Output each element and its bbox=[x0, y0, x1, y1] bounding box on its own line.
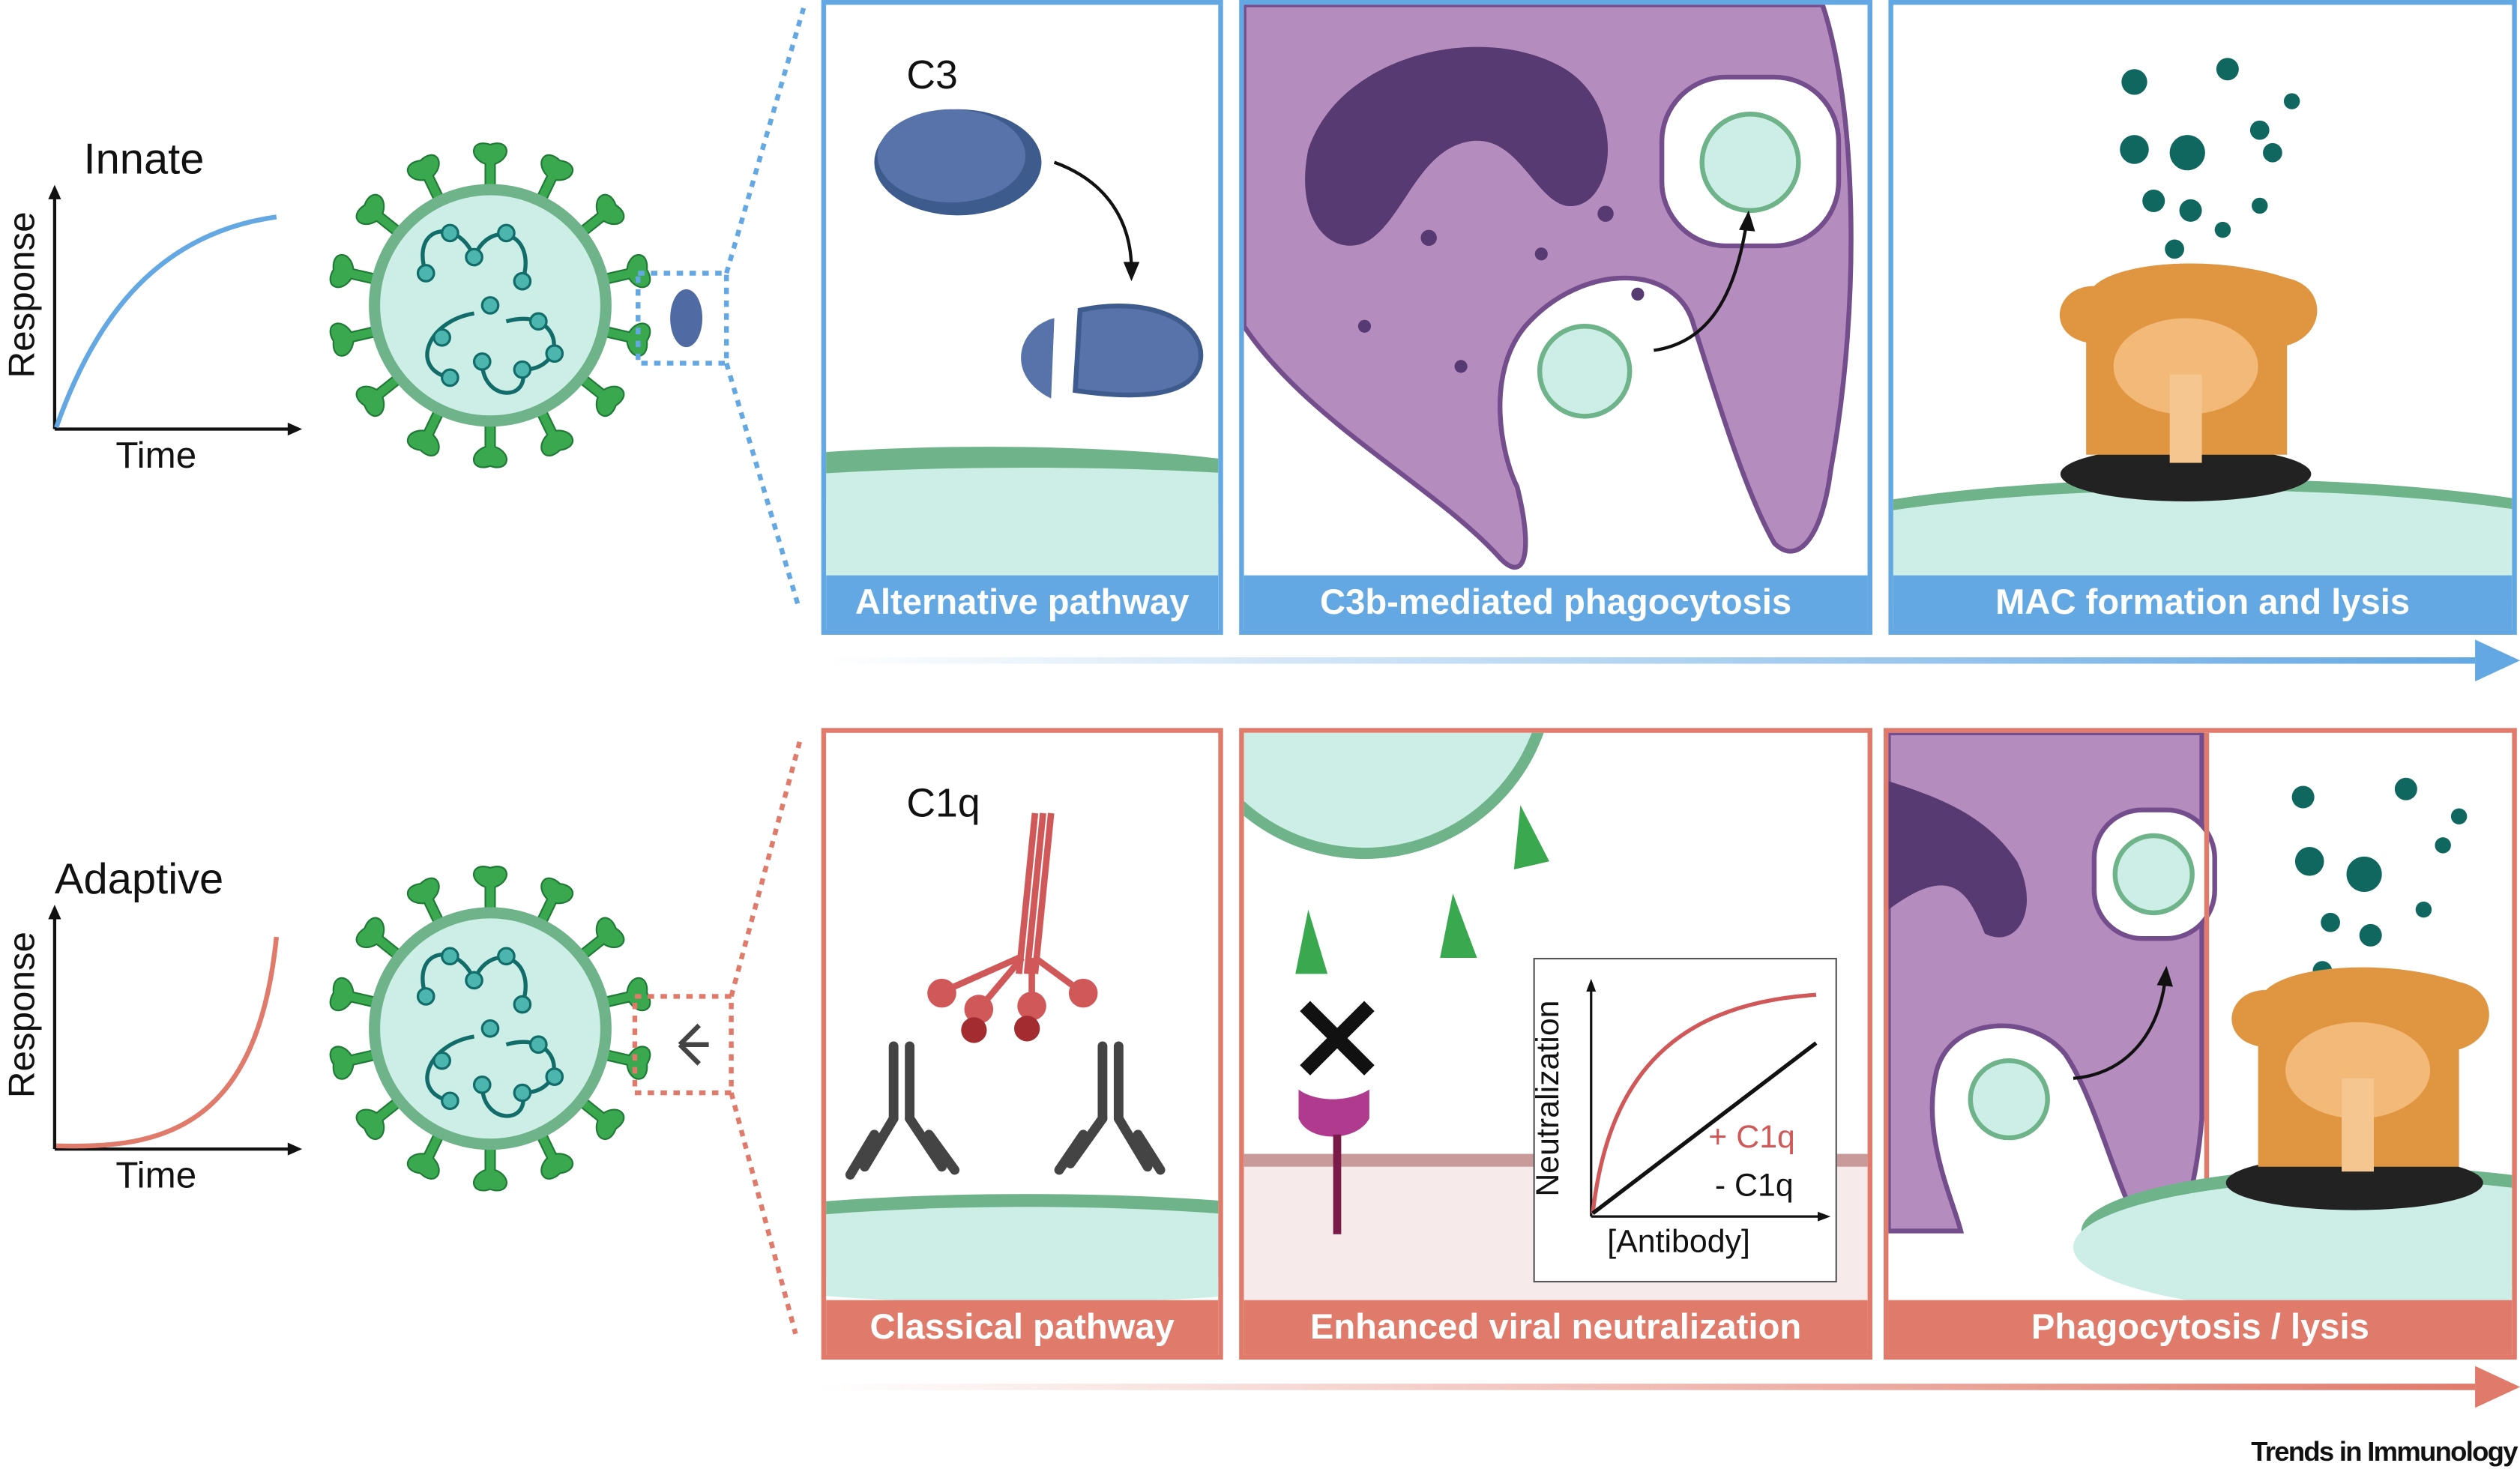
spike-protein bbox=[534, 154, 574, 205]
spike-protein bbox=[576, 372, 625, 417]
plus-c1q-curve bbox=[1591, 992, 1817, 1214]
spike-protein bbox=[534, 877, 574, 928]
c3-protein-icon bbox=[670, 289, 703, 348]
panel-enhanced-neutralization: Neutralization [Antibody] + C1q - C1q En… bbox=[1239, 728, 1872, 1360]
c1q-label: C1q bbox=[906, 781, 980, 827]
spike-protein bbox=[534, 1129, 574, 1180]
lysed-fragments bbox=[2120, 58, 2300, 259]
spike-protein bbox=[355, 193, 404, 238]
c3-protein bbox=[877, 109, 1025, 203]
adaptive-ylabel: Response bbox=[0, 932, 43, 1099]
caption-mac-formation: MAC formation and lysis bbox=[1893, 575, 2513, 630]
spike-protein bbox=[576, 917, 625, 962]
blocked-x-icon bbox=[1300, 1001, 1375, 1076]
ace2-receptor bbox=[1298, 1089, 1369, 1137]
innate-ylabel: Response bbox=[0, 211, 43, 378]
caption-enhanced-neutralization: Enhanced viral neutralization bbox=[1244, 1300, 1868, 1355]
legend-minus-c1q: - C1q bbox=[1714, 1168, 1794, 1204]
x-axis-arrow bbox=[287, 422, 303, 436]
innate-xlabel: Time bbox=[115, 433, 197, 476]
panel-classical-pathway: C1q Classical pathway bbox=[821, 728, 1223, 1360]
innate-timeline-arrow bbox=[819, 639, 2520, 682]
panel-mac-formation: MAC formation and lysis bbox=[1888, 0, 2517, 635]
nucleus bbox=[1305, 46, 1609, 246]
spike-proteins bbox=[329, 866, 651, 1192]
c1q-molecule bbox=[945, 812, 1085, 1012]
spike-protein bbox=[355, 372, 404, 417]
mac-illustration bbox=[1893, 58, 2513, 630]
spike-protein bbox=[355, 1096, 404, 1140]
inset-xlabel: [Antibody] bbox=[1607, 1224, 1750, 1261]
alternative-pathway-illustration bbox=[826, 109, 1219, 630]
spike-protein bbox=[406, 877, 446, 928]
spike-protein bbox=[576, 193, 625, 238]
phagocyte-illustration bbox=[1244, 4, 1854, 570]
journal-footer: Trends in Immunology bbox=[2251, 1436, 2518, 1468]
caption-c3b-phagocytosis: C3b-mediated phagocytosis bbox=[1244, 575, 1868, 630]
spike-protein bbox=[355, 917, 404, 962]
adaptive-title: Adaptive bbox=[54, 854, 224, 904]
adaptive-xlabel: Time bbox=[115, 1153, 197, 1196]
spike-protein bbox=[329, 254, 380, 289]
spike-protein bbox=[329, 1046, 380, 1080]
c3-zoom-callout bbox=[636, 7, 807, 609]
spike-protein bbox=[473, 1143, 507, 1192]
membrane-pore bbox=[2060, 447, 2312, 501]
innate-response-graph bbox=[48, 184, 303, 436]
spike-protein bbox=[406, 406, 446, 456]
spike-protein bbox=[473, 866, 507, 914]
neutralization-inset-chart: Neutralization [Antibody] + C1q - C1q bbox=[1531, 957, 1837, 1283]
panel-alternative-pathway: C3 Alternative pathway bbox=[821, 0, 1223, 635]
caption-alternative-pathway: Alternative pathway bbox=[826, 575, 1219, 630]
classical-pathway-illustration bbox=[826, 812, 1219, 1303]
engulf-arrow bbox=[1654, 229, 1747, 352]
spike-protein bbox=[329, 977, 380, 1012]
innate-title: Innate bbox=[83, 135, 205, 184]
panel-phagocytosis-lysis: Phagocytosis / lysis bbox=[1884, 728, 2517, 1360]
caption-classical-pathway: Classical pathway bbox=[826, 1300, 1219, 1355]
virus-being-engulfed bbox=[1537, 324, 1633, 419]
adaptive-curve bbox=[55, 936, 280, 1149]
adaptive-timeline-arrow bbox=[819, 1366, 2520, 1408]
minus-c1q-line bbox=[1591, 1041, 1818, 1216]
spike-proteins bbox=[329, 142, 651, 468]
cleavage-arrow bbox=[1053, 160, 1133, 271]
spike-protein bbox=[600, 1046, 651, 1080]
innate-curve bbox=[54, 214, 277, 429]
panel-c3b-phagocytosis: C3b-mediated phagocytosis bbox=[1239, 0, 1872, 635]
spike-protein bbox=[534, 406, 574, 456]
adaptive-response-graph bbox=[48, 905, 303, 1156]
antibody-icon bbox=[678, 1023, 709, 1066]
virus-illustration bbox=[329, 142, 651, 468]
spike-protein bbox=[473, 420, 507, 468]
y-axis-arrow bbox=[48, 184, 61, 199]
antibodies bbox=[845, 1041, 1166, 1180]
spike-protein bbox=[406, 154, 446, 205]
caption-phagocytosis-lysis: Phagocytosis / lysis bbox=[1888, 1300, 2513, 1355]
phagocytosis-lysis-illustration bbox=[1888, 732, 2513, 1355]
virus-illustration bbox=[329, 866, 651, 1192]
engulfed-virus bbox=[1699, 112, 1801, 214]
antibody-zoom-callout bbox=[632, 738, 803, 1335]
spike-protein bbox=[576, 1096, 625, 1140]
inset-ylabel: Neutralization bbox=[1531, 1000, 1567, 1197]
c3b-fragment bbox=[1073, 303, 1204, 398]
spike-protein bbox=[406, 1129, 446, 1180]
virus-surface bbox=[1244, 732, 1544, 860]
spike-protein bbox=[329, 322, 380, 357]
c3-label: C3 bbox=[906, 52, 958, 98]
spike-protein bbox=[473, 142, 507, 191]
c3a-fragment bbox=[1021, 318, 1055, 399]
legend-plus-c1q: + C1q bbox=[1708, 1120, 1795, 1156]
